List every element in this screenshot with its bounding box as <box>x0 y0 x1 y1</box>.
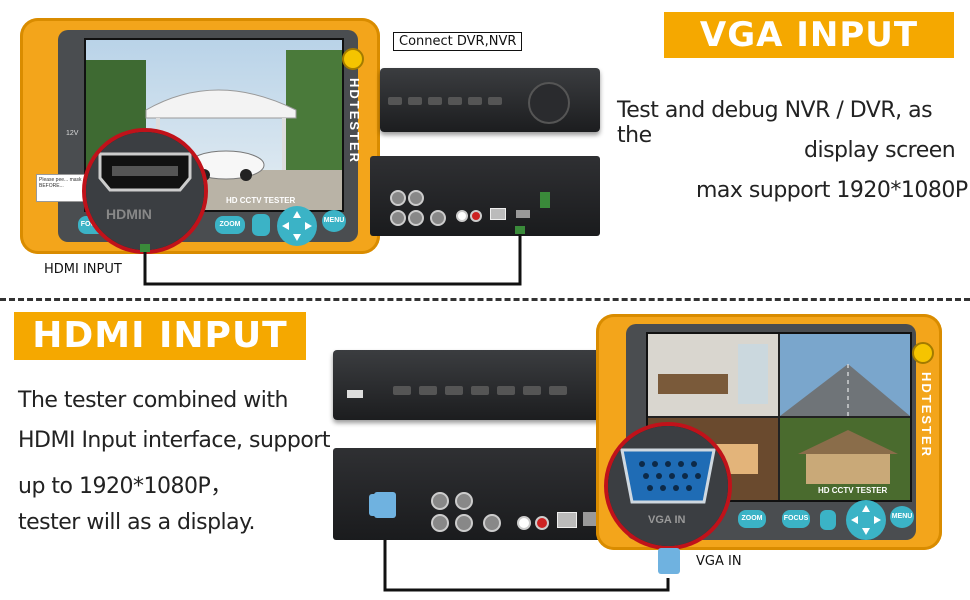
top-dvr-back <box>370 156 600 236</box>
audio-port <box>517 516 531 530</box>
hdmi-input-banner: HDMI INPUT <box>14 312 306 360</box>
bottom-description-line: HDMI Input interface, support <box>18 428 330 453</box>
audio-port <box>470 210 482 222</box>
dvr-front-buttons <box>388 94 518 105</box>
dpad-control[interactable] <box>846 500 886 540</box>
quad-camera-view-image <box>648 334 910 500</box>
power-button[interactable] <box>342 48 364 70</box>
usb-port <box>583 512 597 526</box>
power-connector <box>540 192 550 208</box>
ethernet-port <box>490 208 506 220</box>
hdmi-input-label: HDMI INPUT <box>44 262 122 277</box>
bnc-port <box>390 210 406 226</box>
hdmi-port-text: HDMIN <box>106 206 152 222</box>
screen-title: HD CCTV TESTER <box>818 486 888 495</box>
dvr-front-buttons <box>393 384 593 403</box>
lightbulb-button[interactable] <box>252 214 270 236</box>
section-divider <box>0 298 970 301</box>
vga-port-text: VGA IN <box>648 514 686 526</box>
bottom-dvr-front <box>333 350 613 420</box>
bnc-port <box>483 514 501 532</box>
vga-in-label: VGA IN <box>696 554 742 569</box>
bottom-description-line: The tester combined with <box>18 388 288 413</box>
vga-port-icon <box>608 426 728 546</box>
bnc-port <box>390 190 406 206</box>
focus-button[interactable]: FOCUS <box>782 510 810 528</box>
bottom-tester-device: HD CCTV TESTER HDTESTER ZOOM FOCUS MENU <box>596 314 942 550</box>
bnc-port <box>408 190 424 206</box>
zoom-button[interactable]: ZOOM <box>215 216 245 234</box>
bnc-port <box>431 492 449 510</box>
vga-port-closeup: VGA IN <box>604 422 732 550</box>
power-button[interactable] <box>912 342 934 364</box>
connect-dvr-callout: Connect DVR,NVR <box>393 32 523 51</box>
vga-input-banner: VGA INPUT <box>664 12 954 58</box>
zoom-button[interactable]: ZOOM <box>738 510 766 528</box>
bottom-description-line: tester will as a display. <box>18 510 256 535</box>
vga-plug-right <box>658 548 680 574</box>
bnc-port <box>455 514 473 532</box>
menu-button[interactable]: MENU <box>322 210 346 232</box>
top-dvr-front <box>380 68 600 132</box>
dpad-arrows-icon <box>851 505 881 535</box>
dvr-jog-wheel <box>528 82 570 124</box>
top-description-line: display screen <box>804 138 956 163</box>
brand-vertical-label: HDTESTER <box>347 78 362 165</box>
audio-port <box>456 210 468 222</box>
brand-vertical-label: HDTESTER <box>919 372 934 459</box>
menu-button[interactable]: MENU <box>890 506 914 528</box>
lightbulb-button[interactable] <box>820 510 836 530</box>
vga-plug-left <box>374 492 396 518</box>
hdmi-out-port <box>516 210 530 218</box>
screen-title: HD CCTV TESTER <box>226 196 296 205</box>
indicator-12v: 12V <box>66 130 79 137</box>
bottom-description-line: up to 1920*1080P， <box>18 474 232 499</box>
dpad-arrows-icon <box>282 211 312 241</box>
ethernet-port <box>557 512 577 528</box>
bnc-port <box>455 492 473 510</box>
audio-port <box>535 516 549 530</box>
usb-port <box>347 390 363 398</box>
bnc-port <box>408 210 424 226</box>
bnc-port <box>431 514 449 532</box>
top-description-line: max support 1920*1080P <box>696 178 968 203</box>
hdmi-port-closeup: HDMIN <box>82 128 208 254</box>
top-description-line: Test and debug NVR / DVR, as the <box>617 98 933 148</box>
dpad-control[interactable] <box>277 206 317 246</box>
bnc-port <box>430 210 446 226</box>
hdmi-port-icon <box>86 132 204 250</box>
